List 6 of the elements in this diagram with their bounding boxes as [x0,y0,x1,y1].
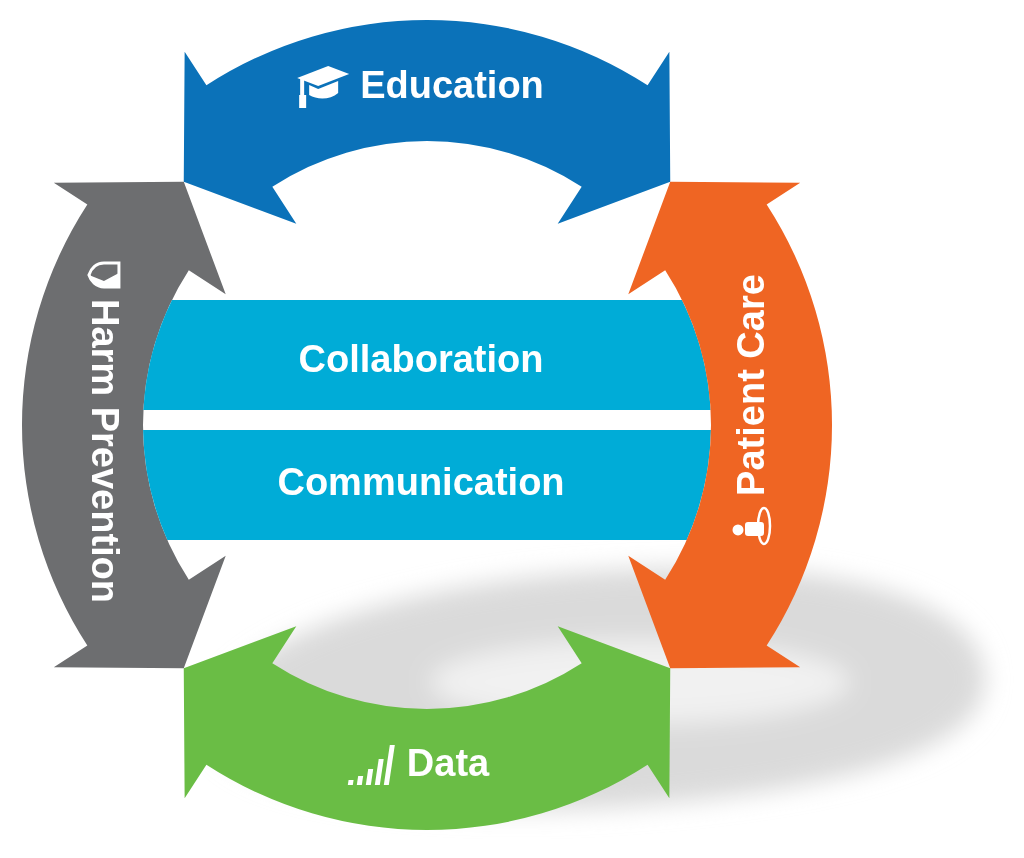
banner-label: Communication [277,463,565,503]
arrow-label: Data [406,744,490,784]
arrow-label: Education [360,66,544,106]
arrow-label: Patient Care [732,274,772,496]
banner-label: Collaboration [298,340,544,380]
arrow-label: Harm Prevention [84,298,124,604]
